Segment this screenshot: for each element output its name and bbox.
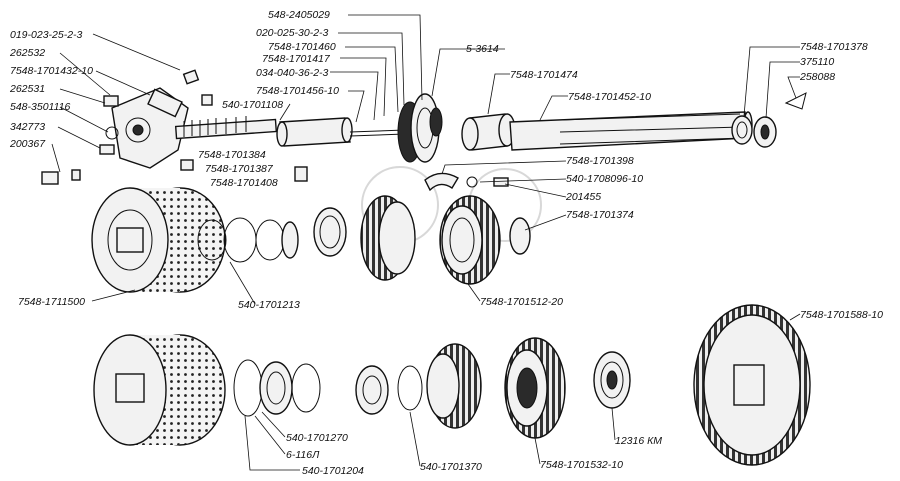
callout-262532: 262532 [9, 47, 45, 59]
main-shaft [509, 111, 753, 151]
small-fittings [41, 69, 308, 185]
callout-262531: 262531 [9, 83, 45, 95]
gear-pair-lower [426, 337, 566, 439]
callout-540-1708096-10: 540-1708096-10 [566, 173, 643, 185]
callout-7548-1711500: 7548-1711500 [18, 296, 85, 308]
callout-7548-1701474: 7548-1701474 [510, 69, 578, 81]
needle-bearing-upper [313, 207, 347, 257]
lock-plates [424, 172, 509, 192]
input-bearing [397, 93, 443, 163]
callout-6-116l: 6-116Л [286, 449, 320, 461]
callout-7548-1701452-10: 7548-1701452-10 [568, 91, 651, 103]
nut-and-washer [731, 92, 807, 148]
callout-540-1701204: 540-1701204 [302, 465, 364, 477]
callout-019-023-25-2-3: 019-023-25-2-3 [10, 29, 83, 41]
callout-7548-1701417: 7548-1701417 [262, 53, 331, 65]
rod-sleeve [276, 117, 353, 147]
callout-201455: 201455 [565, 191, 601, 203]
bushing [461, 113, 516, 151]
callout-540-1701370: 540-1701370 [420, 461, 482, 473]
callout-7548-1701378: 7548-1701378 [800, 41, 868, 53]
clutch-hub-lower [93, 334, 226, 446]
ball-bearing-lower [593, 351, 631, 409]
callout-7548-1701512-20: 7548-1701512-20 [480, 296, 563, 308]
needle-bearing-lower [355, 365, 423, 415]
leader-lines [51, 14, 801, 471]
snap-rings-lower [233, 359, 321, 417]
callout-020-025-30-2-3: 020-025-30-2-3 [256, 27, 329, 39]
callout-258088: 258088 [799, 71, 835, 83]
snap-rings-upper [197, 217, 299, 263]
thin-rod [349, 129, 406, 137]
callout-12316-km: 12316 КМ [615, 435, 662, 447]
callout-548-3501116: 548-3501116 [10, 101, 70, 113]
callout-540-1701213: 540-1701213 [238, 299, 300, 311]
clutch-hub-upper [91, 187, 226, 293]
shift-housing [111, 87, 189, 169]
callout-7548-1701374: 7548-1701374 [566, 209, 634, 221]
callout-7548-1701588-10: 7548-1701588-10 [800, 309, 883, 321]
callout-540-1701270: 540-1701270 [286, 432, 348, 444]
shift-rod [174, 116, 278, 140]
large-driven-gear [693, 304, 811, 466]
callout-342773: 342773 [10, 121, 45, 133]
callout-labels: 019-023-25-2-3 262532 7548-1701432-10 26… [9, 9, 883, 477]
callout-200367: 200367 [9, 138, 46, 150]
callout-5-3614: 5-3614 [466, 43, 499, 55]
callout-7548-1701398: 7548-1701398 [566, 155, 634, 167]
callout-034-040-36-2-3: 034-040-36-2-3 [256, 67, 329, 79]
callout-7548-1701460: 7548-1701460 [268, 41, 336, 53]
callout-7548-1701456-10: 7548-1701456-10 [256, 85, 339, 97]
callout-548-2405029: 548-2405029 [268, 9, 330, 21]
callout-7548-1701387: 7548-1701387 [205, 163, 274, 175]
callout-7548-1701384: 7548-1701384 [198, 149, 266, 161]
callout-540-1701108: 540-1701108 [222, 99, 283, 111]
gear-pair-upper [360, 195, 531, 285]
callout-7548-1701432-10: 7548-1701432-10 [10, 65, 93, 77]
callout-7548-1701408: 7548-1701408 [210, 177, 278, 189]
callout-7548-1701532-10: 7548-1701532-10 [540, 459, 623, 471]
callout-375110: 375110 [800, 56, 834, 68]
